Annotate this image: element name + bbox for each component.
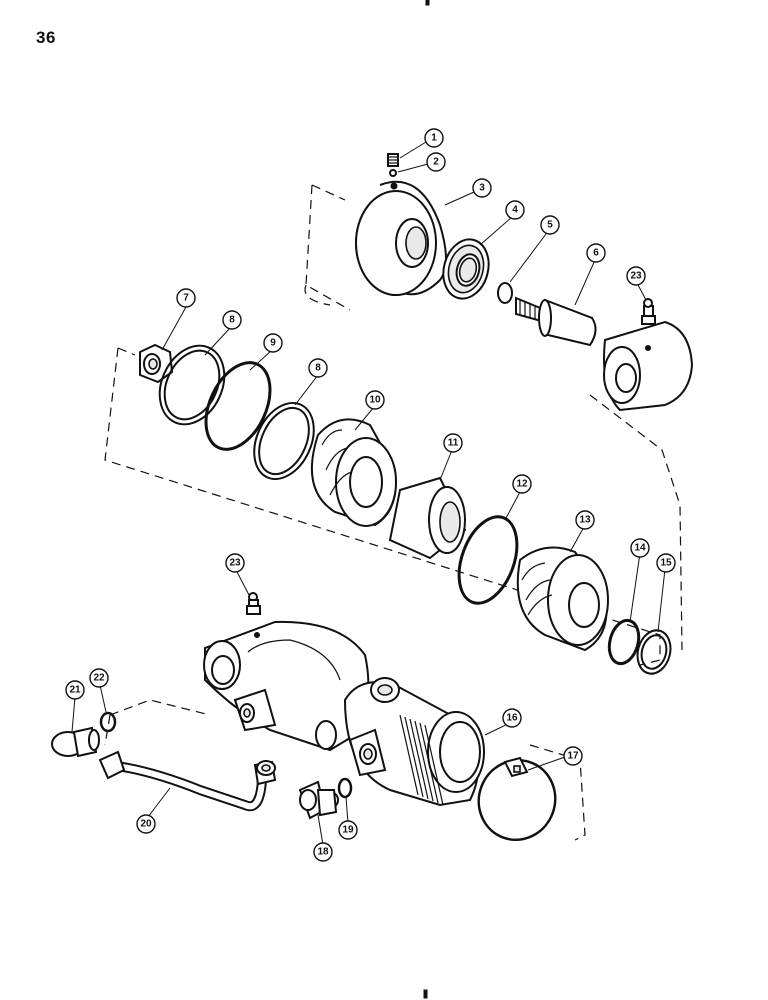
part-grease-fitting-upper xyxy=(641,298,656,325)
callout-11-label: 11 xyxy=(448,438,459,449)
part-o-ring-19 xyxy=(337,777,353,799)
callout-5-label: 5 xyxy=(547,220,553,231)
callout-9-label: 9 xyxy=(270,338,276,349)
callout-18-label: 18 xyxy=(317,847,329,858)
callout-18: 18 xyxy=(313,842,333,862)
callout-23-upper: 23 xyxy=(626,266,646,286)
callout-8-first-label: 8 xyxy=(229,315,235,326)
callout-17: 17 xyxy=(563,746,583,766)
dashed-outline-upper xyxy=(304,184,351,311)
callout-12: 12 xyxy=(512,474,532,494)
top-mark xyxy=(425,0,430,6)
callout-21-label: 21 xyxy=(69,685,81,696)
callout-22-label: 22 xyxy=(93,673,105,684)
callout-9: 9 xyxy=(263,333,283,353)
callout-15: 15 xyxy=(656,553,676,573)
part-washer-22 xyxy=(99,711,117,733)
leader-lines xyxy=(71,141,666,846)
callout-17-label: 17 xyxy=(567,751,579,762)
callout-13: 13 xyxy=(575,510,595,530)
part-tube-assembly xyxy=(98,750,277,812)
callout-4-label: 4 xyxy=(512,205,518,216)
callout-6: 6 xyxy=(586,243,606,263)
callout-23-upper-label: 23 xyxy=(630,271,642,282)
part-rod-eye xyxy=(603,320,694,412)
part-cylinder-tube xyxy=(343,677,485,807)
part-gland xyxy=(355,180,447,296)
callout-19: 19 xyxy=(338,820,358,840)
callout-3: 3 xyxy=(472,178,492,198)
part-ball xyxy=(389,169,397,177)
part-spacer xyxy=(388,476,467,560)
callout-7: 7 xyxy=(176,288,196,308)
callout-6-label: 6 xyxy=(593,248,599,259)
callout-16: 16 xyxy=(502,708,522,728)
callout-2: 2 xyxy=(426,152,446,172)
part-piston-2 xyxy=(516,546,609,652)
page-number: 36 xyxy=(36,28,56,47)
callout-3-label: 3 xyxy=(479,183,485,194)
callout-14: 14 xyxy=(630,538,650,558)
part-o-ring xyxy=(204,361,272,451)
part-snap-ring-small xyxy=(497,282,513,304)
callout-7-label: 7 xyxy=(183,293,189,304)
callout-11: 11 xyxy=(443,433,463,453)
callout-20: 20 xyxy=(136,814,156,834)
part-locknut xyxy=(139,343,174,384)
callout-19-label: 19 xyxy=(342,825,354,836)
part-clamp xyxy=(477,756,557,842)
callout-14-label: 14 xyxy=(634,543,646,554)
callout-5: 5 xyxy=(540,215,560,235)
callout-15-label: 15 xyxy=(660,558,672,569)
callout-1-label: 1 xyxy=(431,133,437,144)
part-elbow-fitting-18 xyxy=(298,780,339,820)
callout-2-label: 2 xyxy=(433,157,439,168)
part-set-screw xyxy=(387,153,399,167)
callout-23-lower-label: 23 xyxy=(229,558,241,569)
bottom-mark xyxy=(423,989,428,999)
part-elbow-fitting-21 xyxy=(51,726,100,758)
callout-1: 1 xyxy=(424,128,444,148)
callout-20-label: 20 xyxy=(140,819,152,830)
part-cylinder-barrel xyxy=(203,620,370,752)
callout-12-label: 12 xyxy=(516,479,528,490)
part-pin xyxy=(515,296,597,347)
callout-8-second-label: 8 xyxy=(315,363,321,374)
part-seal-ring xyxy=(457,515,519,605)
callout-13-label: 13 xyxy=(579,515,591,526)
callout-16-label: 16 xyxy=(506,713,518,724)
part-wiper-seal xyxy=(442,238,490,300)
part-backup-washer xyxy=(636,629,672,675)
dashed-outline-middle xyxy=(104,347,683,666)
part-backup-ring-2 xyxy=(253,401,315,481)
callout-10-label: 10 xyxy=(369,395,381,406)
callout-10: 10 xyxy=(365,390,385,410)
callout-21: 21 xyxy=(65,680,85,700)
part-piston xyxy=(310,418,397,527)
callout-23-lower: 23 xyxy=(225,553,245,573)
callout-8-second: 8 xyxy=(308,358,328,378)
part-grease-fitting-lower xyxy=(246,592,261,615)
callout-22: 22 xyxy=(89,668,109,688)
callout-8-first: 8 xyxy=(222,310,242,330)
callout-4: 4 xyxy=(505,200,525,220)
